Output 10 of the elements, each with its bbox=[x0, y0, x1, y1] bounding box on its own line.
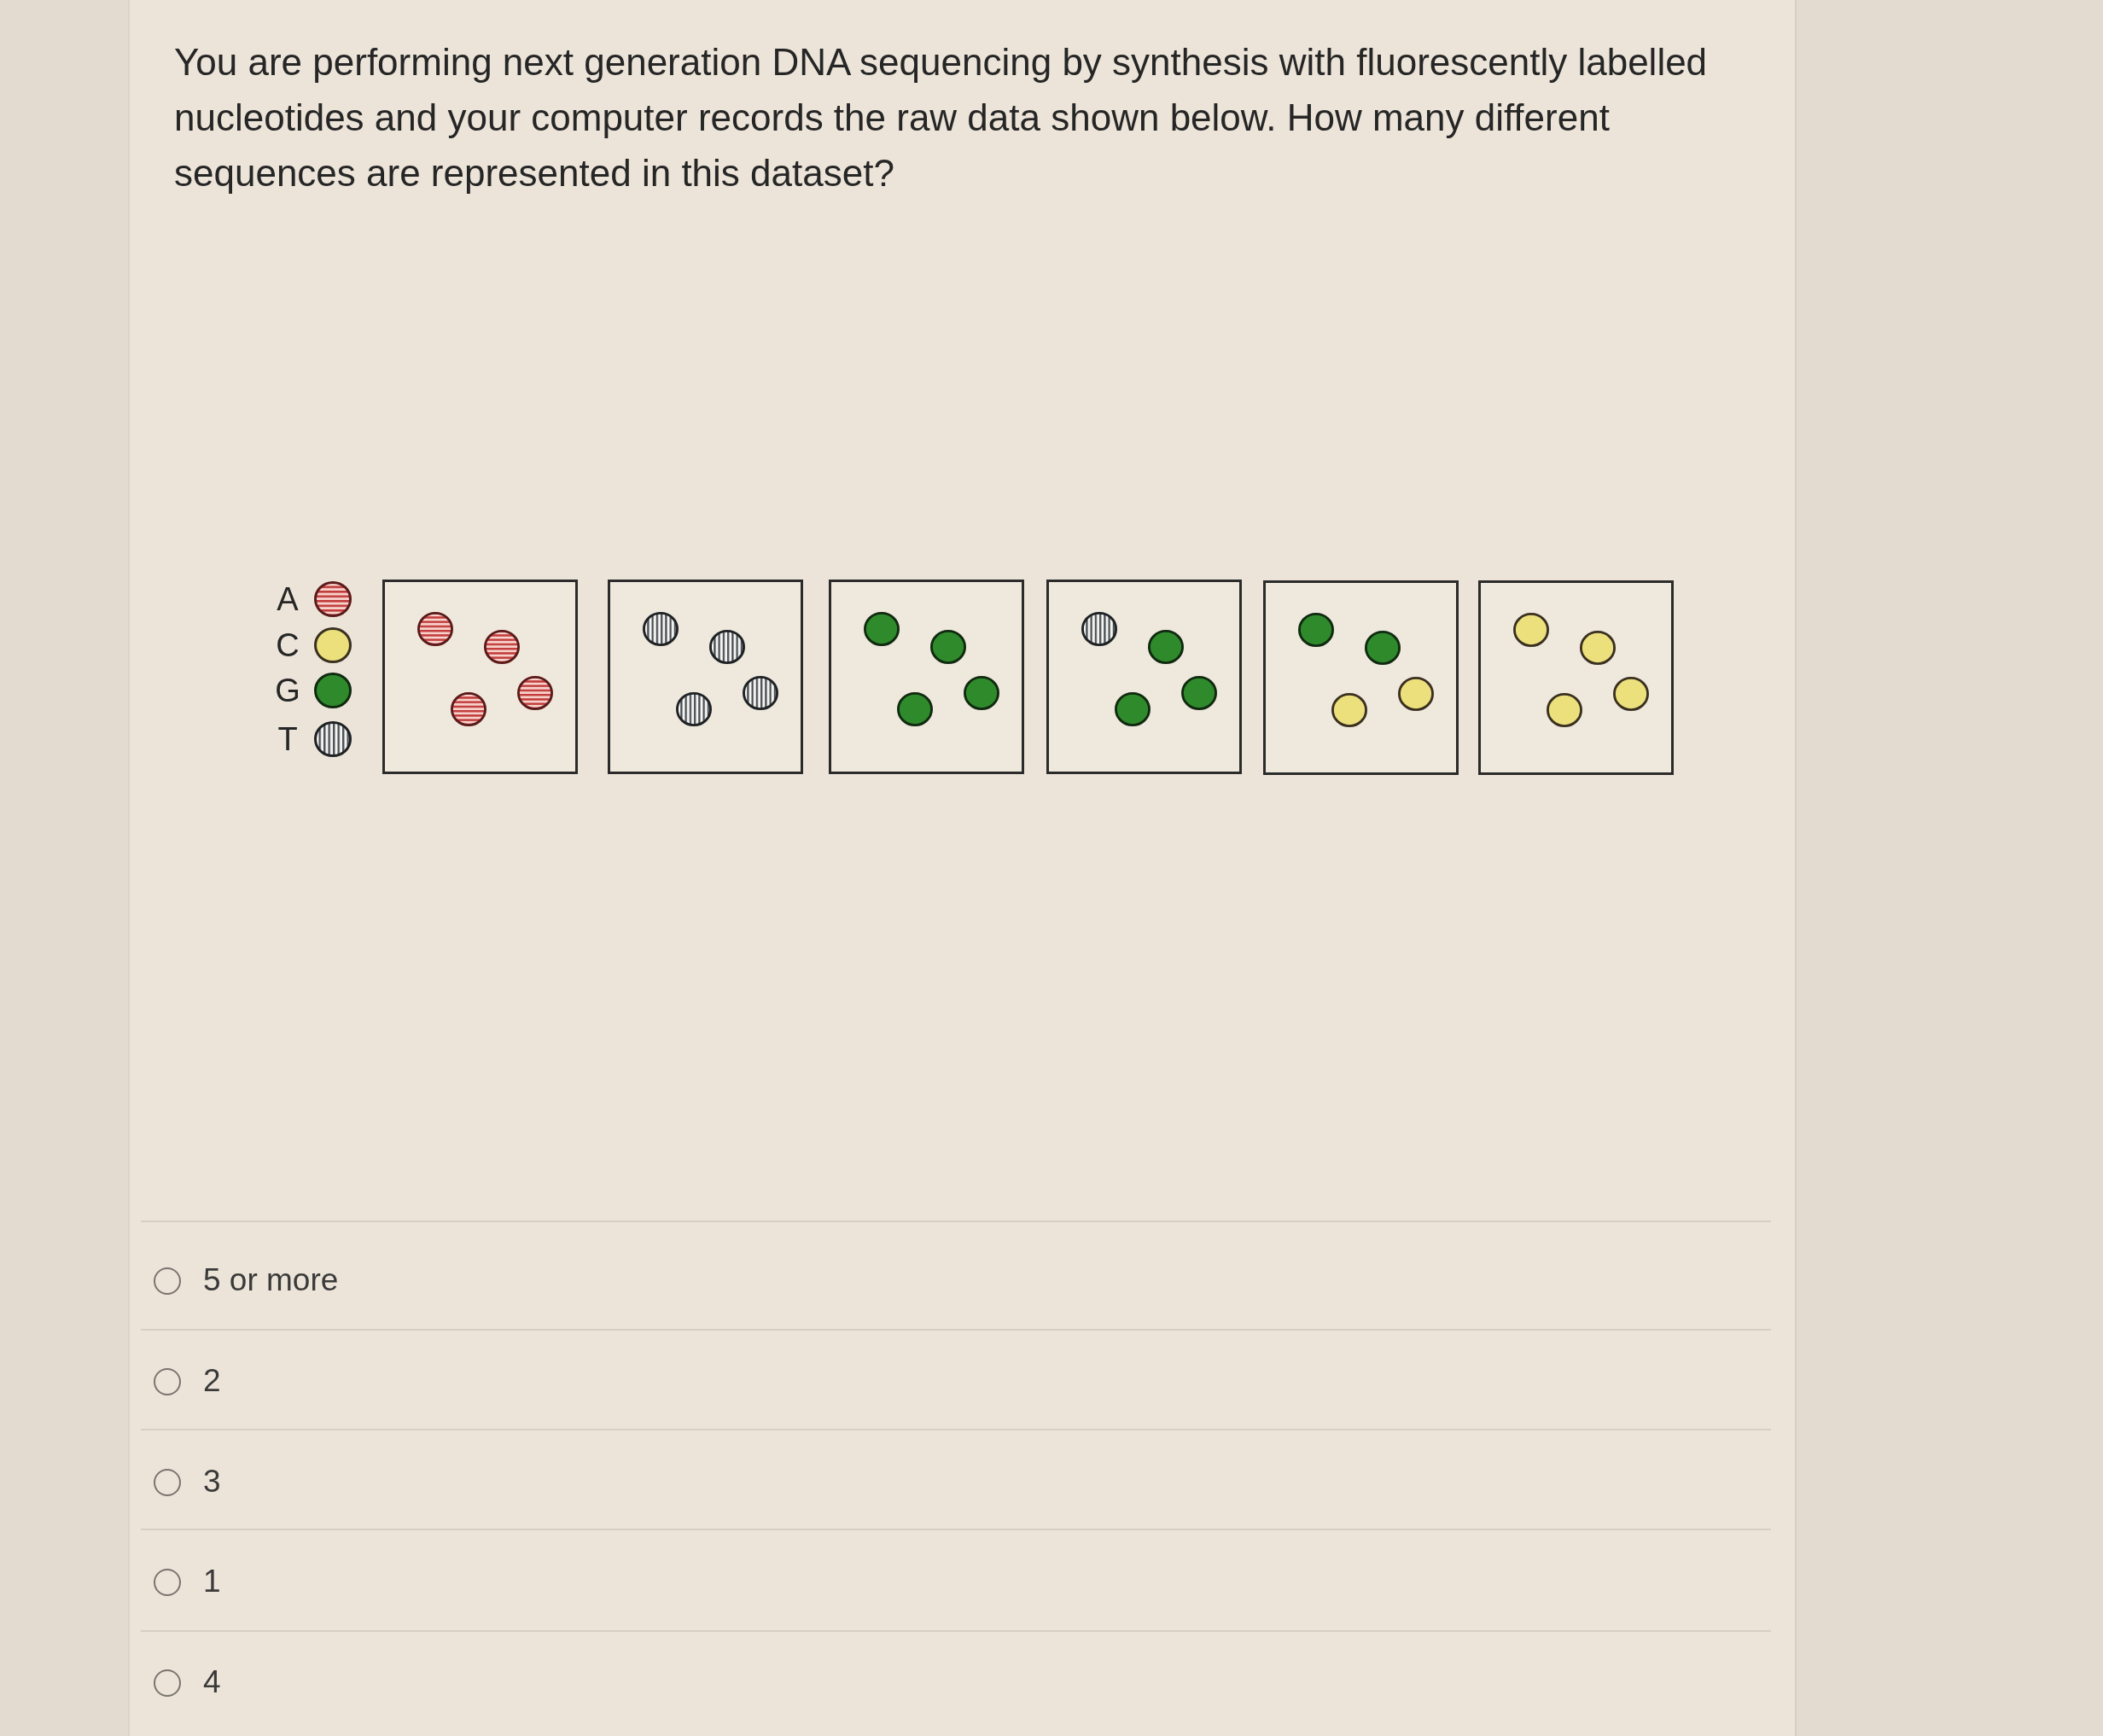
option-label: 3 bbox=[203, 1463, 221, 1500]
legend-label: G bbox=[275, 673, 300, 708]
question-text: You are performing next generation DNA sequencing by synthesis with fluorescently labelled nucleotides and your computer records the raw data shown below. How many different sequences are represented in this dataset? bbox=[174, 40, 1709, 195]
option-label: 2 bbox=[203, 1362, 221, 1400]
option-label: 4 bbox=[203, 1663, 221, 1701]
legend-label: A bbox=[276, 582, 300, 616]
legend-label: C bbox=[275, 628, 300, 662]
legend-label: T bbox=[277, 722, 299, 756]
option-label: 1 bbox=[203, 1563, 221, 1600]
option-label: 5 or more bbox=[203, 1261, 339, 1299]
